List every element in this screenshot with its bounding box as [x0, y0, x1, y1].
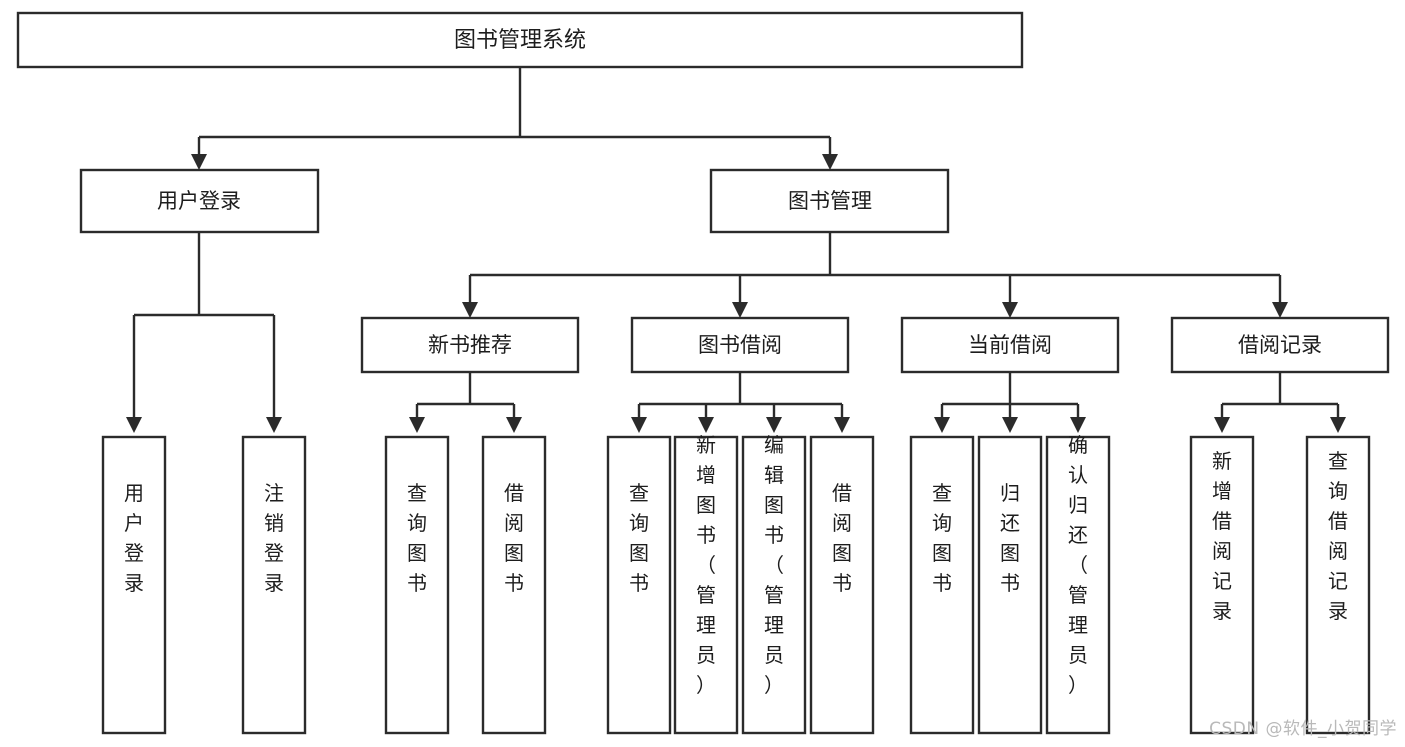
leaf-user-login-2[interactable]: 注销登录 [241, 435, 307, 735]
node-user-login[interactable]: 用户登录 [79, 168, 320, 234]
edge-root-to-level2 [191, 67, 838, 170]
node-current-borrow[interactable]: 当前借阅 [900, 316, 1120, 374]
leaf-book-borrow-1-label: 查询图书 [629, 481, 649, 595]
leaf-book-borrow-3-label: 编辑图书（管理员） [764, 433, 784, 697]
leaf-borrow-record-1[interactable]: 新增借阅记录 [1189, 435, 1255, 735]
leaf-new-book-2-label: 借阅图书 [504, 481, 524, 595]
node-root-label: 图书管理系统 [454, 28, 586, 53]
leaf-book-borrow-1[interactable]: 查询图书 [606, 435, 672, 735]
leaf-user-login-2-label: 注销登录 [264, 481, 284, 595]
node-root[interactable]: 图书管理系统 [16, 11, 1024, 69]
node-borrow-record-label: 借阅记录 [1238, 333, 1322, 357]
edge-bookborrow-to-leaves [631, 372, 850, 433]
node-new-book-recommend[interactable]: 新书推荐 [360, 316, 580, 374]
node-book-borrow[interactable]: 图书借阅 [630, 316, 850, 374]
leaf-current-borrow-2[interactable]: 归还图书 [977, 435, 1043, 735]
edge-borrowrecord-to-leaves [1214, 372, 1346, 433]
leaf-borrow-record-2[interactable]: 查询借阅记录 [1305, 435, 1371, 735]
leaf-current-borrow-3[interactable]: 确认归还（管理员） [1045, 433, 1111, 735]
leaf-current-borrow-1-label: 查询图书 [932, 481, 952, 595]
node-borrow-record[interactable]: 借阅记录 [1170, 316, 1390, 374]
leaf-book-borrow-4[interactable]: 借阅图书 [809, 435, 875, 735]
leaf-user-login-1[interactable]: 用户登录 [101, 435, 167, 735]
leaf-borrow-record-2-label: 查询借阅记录 [1328, 449, 1348, 623]
leaf-current-borrow-3-label: 确认归还（管理员） [1068, 433, 1088, 697]
leaf-book-borrow-3[interactable]: 编辑图书（管理员） [741, 433, 807, 735]
node-new-book-recommend-label: 新书推荐 [428, 333, 512, 357]
leaf-current-borrow-2-label: 归还图书 [1000, 481, 1020, 595]
leaf-borrow-record-1-label: 新增借阅记录 [1212, 449, 1232, 623]
edge-currentborrow-to-leaves [934, 372, 1086, 433]
node-book-management-label: 图书管理 [788, 189, 872, 213]
leaf-book-borrow-2-label: 新增图书（管理员） [696, 433, 716, 697]
leaf-user-login-1-label: 用户登录 [124, 481, 144, 595]
edge-userlogin-to-leaves [126, 232, 282, 433]
node-book-management[interactable]: 图书管理 [709, 168, 950, 234]
node-current-borrow-label: 当前借阅 [968, 333, 1052, 357]
node-user-login-label: 用户登录 [157, 189, 241, 213]
leaf-book-borrow-4-label: 借阅图书 [832, 481, 852, 595]
leaf-new-book-1[interactable]: 查询图书 [384, 435, 450, 735]
edge-bookmgmt-to-level3 [462, 232, 1288, 318]
leaf-current-borrow-1[interactable]: 查询图书 [909, 435, 975, 735]
node-book-borrow-label: 图书借阅 [698, 333, 782, 357]
edge-newbook-to-leaves [409, 372, 522, 433]
leaf-new-book-2[interactable]: 借阅图书 [481, 435, 547, 735]
leaf-new-book-1-label: 查询图书 [407, 481, 427, 595]
leaf-book-borrow-2[interactable]: 新增图书（管理员） [673, 433, 739, 735]
